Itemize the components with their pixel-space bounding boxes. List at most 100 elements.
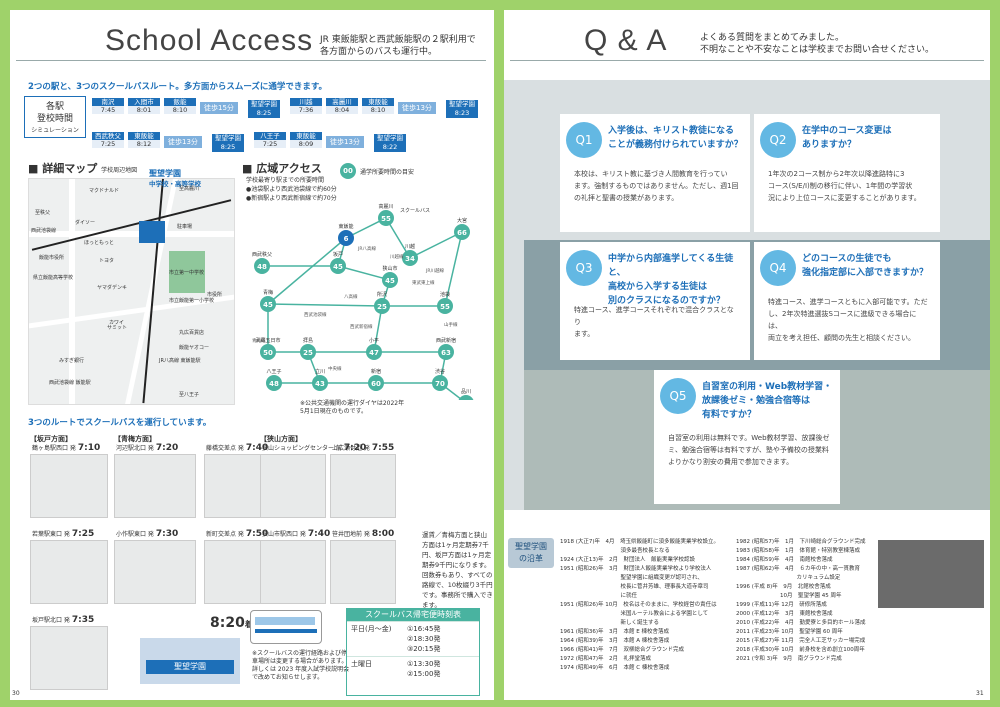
bus-stop: 藤橋交差点 発 7:40 xyxy=(206,443,268,453)
station-node xyxy=(330,258,346,274)
bus-stop-time: 7:30 xyxy=(155,529,179,539)
station-node xyxy=(338,230,354,246)
map-label: 駐車場 xyxy=(177,224,193,230)
route-map xyxy=(30,626,108,690)
station-label: 西武新宿 xyxy=(436,337,456,344)
bus-stop-time: 7:20 xyxy=(155,443,179,453)
history-entry: 須多最吾校長となる xyxy=(560,548,670,554)
bus-stop-time: 7:55 xyxy=(371,443,395,453)
map-label: 至秩父 xyxy=(35,210,51,216)
station-label: 川越 xyxy=(405,243,415,250)
history-entry: 1983 (昭和58)年 1月 体育館・特別教室棟落成 xyxy=(736,548,861,554)
history-entry: 2018 (平成30)年 10月 前身校を含め創立100周年 xyxy=(736,647,865,653)
station-label: 渋谷 xyxy=(435,368,445,375)
divider xyxy=(16,60,486,61)
detail-map-heading: ■ 詳細マップ 学校周辺地図 xyxy=(28,162,138,175)
map-label: トヨタ xyxy=(99,258,115,264)
route-line xyxy=(409,231,463,259)
question-line: 中学から内部進学してくる生徒と、 xyxy=(608,254,734,278)
school-bus-illustration xyxy=(250,610,322,644)
map-label: JR八高線 東飯能駅 xyxy=(159,358,201,364)
route-heading: 【青梅方面】 xyxy=(114,435,156,443)
station-label: 武蔵五日市 xyxy=(255,337,280,344)
map-rail xyxy=(31,199,232,251)
history-entry: 校長に菅井芳雄、理事長大道寺章司 xyxy=(560,584,709,590)
bus-stop-name: 上広瀬付近 発 xyxy=(332,445,370,452)
walk-time: 徒歩13分 xyxy=(326,136,364,148)
history-entry: 1972 (昭和47)年 2月 礼拝堂落成 xyxy=(560,656,652,662)
return-timetable-title: スクールバス帰宅便時刻表 xyxy=(347,609,479,621)
map-label: サミット xyxy=(107,325,128,331)
map-label: マクドナルド xyxy=(89,188,120,194)
line-label: 八高線 xyxy=(344,293,358,300)
station-node xyxy=(260,344,276,360)
question-line: 自習室の利用・Web教材学習・ xyxy=(702,382,833,392)
route-map xyxy=(330,540,396,604)
bus-stop: 鶴ヶ島駅西口 発 7:10 xyxy=(32,443,100,453)
destination-time: 8:25 xyxy=(256,109,272,117)
answer-line: 自習室の利用は無料です。Web教材学習、放課後ゼ xyxy=(668,434,830,442)
station-node xyxy=(432,375,448,391)
history-entry: 1984 (昭和59)年 4月 南館校舎落成 xyxy=(736,557,833,563)
answer-line: 特進コース、進学コースそれぞれで混合クラスとなり xyxy=(574,306,734,326)
bus-stop-time: 7:20 xyxy=(343,443,367,453)
station-node xyxy=(438,344,454,360)
station-label: 小平 xyxy=(369,337,379,344)
station-label: 所沢 xyxy=(377,291,387,298)
station-name: 東飯能 xyxy=(128,132,160,140)
bus-stop-time: 7:25 xyxy=(71,529,95,539)
question-line: 入学後は、キリスト教徒になる xyxy=(608,126,735,136)
page-number: 30 xyxy=(12,690,20,697)
route-map xyxy=(330,454,396,518)
page-number: 31 xyxy=(976,690,984,697)
bus-stop-name: 狭山ショッピングセンター 前 xyxy=(262,445,342,452)
question-text: 自習室の利用・Web教材学習・放課後ゼミ・勉強合宿等は有料ですか？ xyxy=(702,380,836,422)
history-entry: 1966 (昭和41)年 7月 双柳総合グラウンド完成 xyxy=(560,647,685,653)
station-time: 8:10 xyxy=(172,106,188,114)
station-node xyxy=(454,224,470,240)
legend-circle: 00 xyxy=(340,163,356,179)
map-label: 飯能ヤオコー xyxy=(179,345,210,351)
station-node xyxy=(437,298,453,314)
timetable-time: ①16:45発 xyxy=(407,625,441,633)
bus-stop-time: 7:40 xyxy=(307,529,331,539)
station-minutes: 25 xyxy=(303,349,313,357)
question-number: Q2 xyxy=(760,122,796,158)
station-node xyxy=(312,375,328,391)
lead-text: 2つの駅と、3つのスクールバスルート。多方面からスムーズに通学できます。 xyxy=(28,82,328,92)
question-number: Q1 xyxy=(566,122,602,158)
lead-text-2: 3つのルートでスクールバスを運行しています。 xyxy=(28,418,212,428)
station-label: 狭山市 xyxy=(382,265,397,272)
station-name: 東飯能 xyxy=(290,132,322,140)
timetable-time: ②15:00発 xyxy=(407,670,441,678)
answer-text: 本校は、キリスト教に基づき人間教育を行っています。強制するものではありません。た… xyxy=(574,168,740,204)
station-time: 7:45 xyxy=(100,106,116,114)
school-name-label: 聖望学園 中学校・高等学校 xyxy=(149,169,201,188)
timetable-time: ②18:30発 xyxy=(407,635,441,643)
station-time: 7:25 xyxy=(262,140,278,148)
bus-stop-time: 8:00 xyxy=(371,529,395,539)
station-minutes: 48 xyxy=(269,380,279,388)
history-entry: 1951 (昭和26)年 3月 財団法人飯能実業学校より学校法人 xyxy=(560,566,712,572)
destination-time: 8:22 xyxy=(382,143,398,151)
station-label: 品川 xyxy=(461,389,471,395)
station-node xyxy=(368,375,384,391)
route-heading: 【坂戸方面】 xyxy=(30,435,72,443)
route-map xyxy=(30,540,108,604)
destination-name: 聖望学園 xyxy=(377,134,403,142)
map-road xyxy=(29,231,234,237)
bus-stop-time: 7:40 xyxy=(245,443,269,453)
station-minutes: 50 xyxy=(263,349,273,357)
question-text: 中学から内部進学してくる生徒と、高校から入学する生徒は別のクラスになるのですか？ xyxy=(608,252,746,308)
destination-name: 聖望学園 xyxy=(251,100,277,108)
question-line: ありますか？ xyxy=(802,140,857,150)
answer-line: ます。 xyxy=(574,330,595,338)
walk-time: 徒歩15分 xyxy=(200,102,238,114)
map-label: 飯能市役所 xyxy=(39,255,65,261)
